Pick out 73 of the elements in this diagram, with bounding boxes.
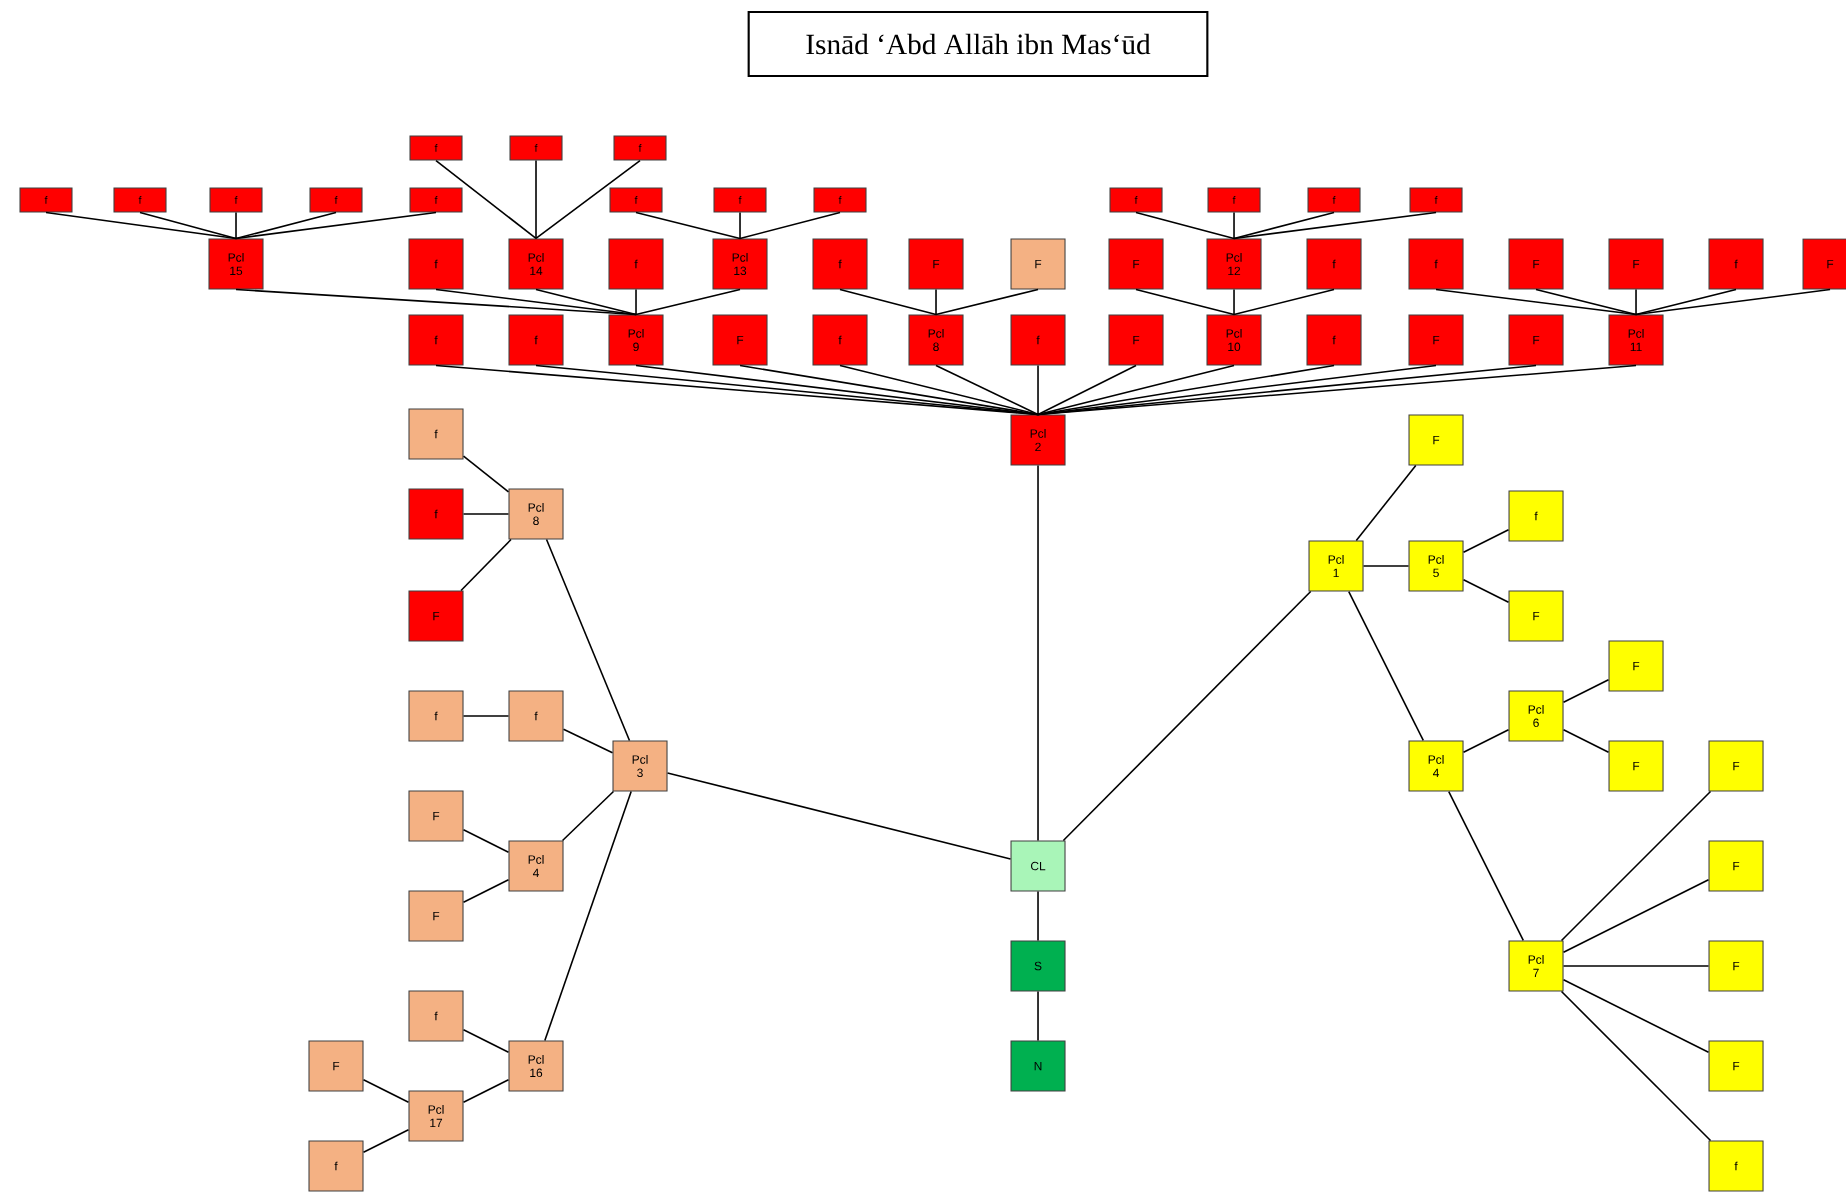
connector-line — [462, 715, 510, 717]
connector-line — [235, 211, 437, 240]
connector-line — [1037, 364, 1039, 416]
connector-line — [1562, 678, 1610, 704]
connector-line — [1435, 288, 1637, 316]
connector-line — [1037, 364, 1137, 416]
connector-line — [462, 878, 510, 904]
connector-line — [362, 1129, 410, 1154]
title-box: Isnād ‘Abd Allāh ibn Mas‘ūd — [747, 10, 1209, 78]
connector-line — [1635, 288, 1737, 316]
connector-line — [1562, 728, 1610, 754]
connector-line — [1037, 890, 1039, 942]
connector-line — [45, 211, 237, 240]
connector-line — [1562, 965, 1710, 967]
connector-line — [1135, 288, 1235, 316]
connector-line — [561, 790, 615, 842]
connector-line — [460, 538, 512, 592]
connector-line — [1037, 364, 1437, 416]
connector-line — [1560, 990, 1712, 1142]
connector-line — [535, 159, 537, 240]
connector-line — [462, 513, 510, 515]
connector-line — [462, 1029, 510, 1054]
connector-line — [1535, 288, 1637, 316]
connector-line — [1037, 464, 1039, 842]
connector-line — [635, 288, 741, 316]
connector-line — [1562, 978, 1710, 1054]
connector-line — [544, 790, 632, 1042]
connector-line — [935, 288, 937, 316]
connector-line — [535, 159, 641, 240]
connector-line — [1462, 728, 1510, 754]
connector-line — [635, 364, 1039, 416]
connector-line — [1037, 364, 1637, 416]
connector-line — [1347, 590, 1425, 742]
connector-line — [739, 211, 841, 240]
connector-line — [1062, 590, 1312, 842]
connector-line — [666, 772, 1012, 860]
connector-line — [435, 159, 537, 240]
connector-line — [1233, 211, 1235, 240]
connector-line — [1635, 288, 1637, 316]
connector-line — [1560, 790, 1712, 942]
connector-line — [1462, 528, 1510, 554]
connector-line — [235, 211, 337, 240]
connector-line — [462, 1079, 510, 1104]
connector-line — [1233, 211, 1437, 240]
connector-line — [739, 211, 741, 240]
connector-line — [139, 211, 237, 240]
connector-line — [1635, 288, 1831, 316]
connector-line — [739, 364, 1039, 416]
connector-line — [1562, 878, 1710, 954]
connector-line — [1448, 790, 1525, 942]
connector-line — [1355, 464, 1417, 542]
connector-line — [839, 364, 1039, 416]
connector-line — [1233, 211, 1335, 240]
connector-line — [635, 211, 741, 240]
connector-line — [1135, 211, 1235, 240]
connector-line — [1362, 565, 1410, 567]
connector-line — [362, 1079, 410, 1104]
connector-line — [462, 828, 510, 854]
connector-line — [635, 288, 637, 316]
connector-line — [1462, 578, 1510, 604]
connector-line — [935, 364, 1039, 416]
connector-line — [435, 288, 637, 316]
connector-line — [545, 538, 631, 742]
connector-line — [1037, 990, 1039, 1042]
connector-line — [1037, 364, 1235, 416]
connector-line — [535, 288, 637, 316]
connector-line — [562, 728, 614, 754]
connector-line — [935, 288, 1039, 316]
connector-line — [235, 211, 237, 240]
connector-line — [839, 288, 937, 316]
connector-line — [1233, 288, 1235, 316]
connector-line — [1233, 288, 1335, 316]
connector-line — [462, 455, 510, 493]
